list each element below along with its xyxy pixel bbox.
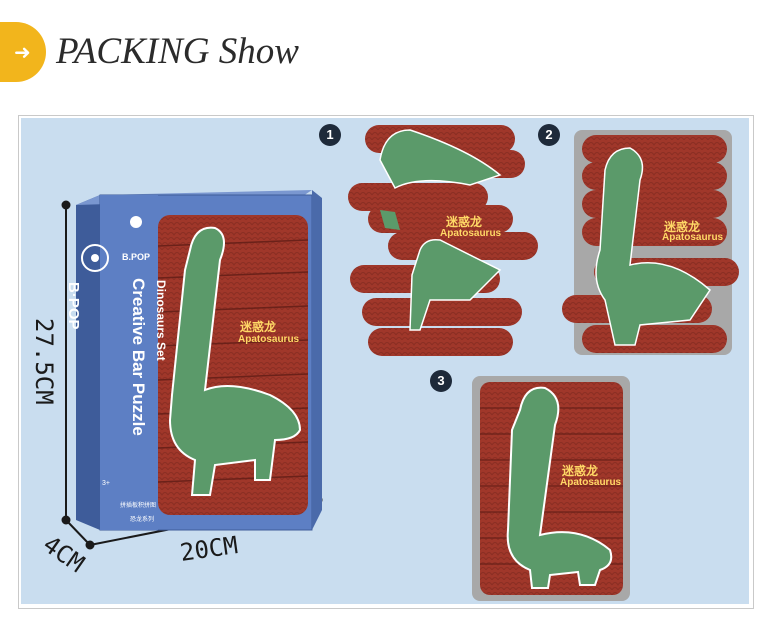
box-product-name: Creative Bar Puzzle (129, 278, 148, 436)
box-bottom-cn2: 恐龙系列 (130, 517, 155, 523)
box (76, 190, 322, 531)
box-brand: B.POP (122, 252, 151, 262)
step-3-label-en: Apatosaurus (560, 477, 622, 488)
step-3-strips (472, 376, 630, 601)
box-dino-cn: 迷惑龙 (240, 320, 277, 334)
step-1-number: 1 (319, 124, 341, 146)
step-2-label-en: Apatosaurus (662, 232, 724, 243)
step-1-label-en: Apatosaurus (440, 228, 502, 239)
step-1-label-cn: 迷惑龙 (446, 215, 483, 229)
box-brand-side: B·POP (65, 282, 82, 330)
dimension-height: 27.5CM (30, 318, 58, 405)
box-age: 3+ (102, 480, 110, 487)
box-dino-en: Apatosaurus (238, 334, 300, 345)
box-product-series: Dinosaurs Set (154, 280, 168, 361)
header-badge: ➜ (0, 22, 46, 82)
step-2-label-cn: 迷惑龙 (664, 220, 701, 234)
step-1-strips (348, 125, 538, 356)
arrow-right-icon: ➜ (14, 40, 31, 64)
box-bottom-cn: 拼插板积拼图 (120, 503, 157, 509)
step-2-number: 2 (538, 124, 560, 146)
step-2-strips (562, 130, 739, 355)
page-title: PACKING Show (56, 31, 299, 72)
step-3-number: 3 (430, 370, 452, 392)
step-3-label-cn: 迷惑龙 (562, 464, 599, 478)
